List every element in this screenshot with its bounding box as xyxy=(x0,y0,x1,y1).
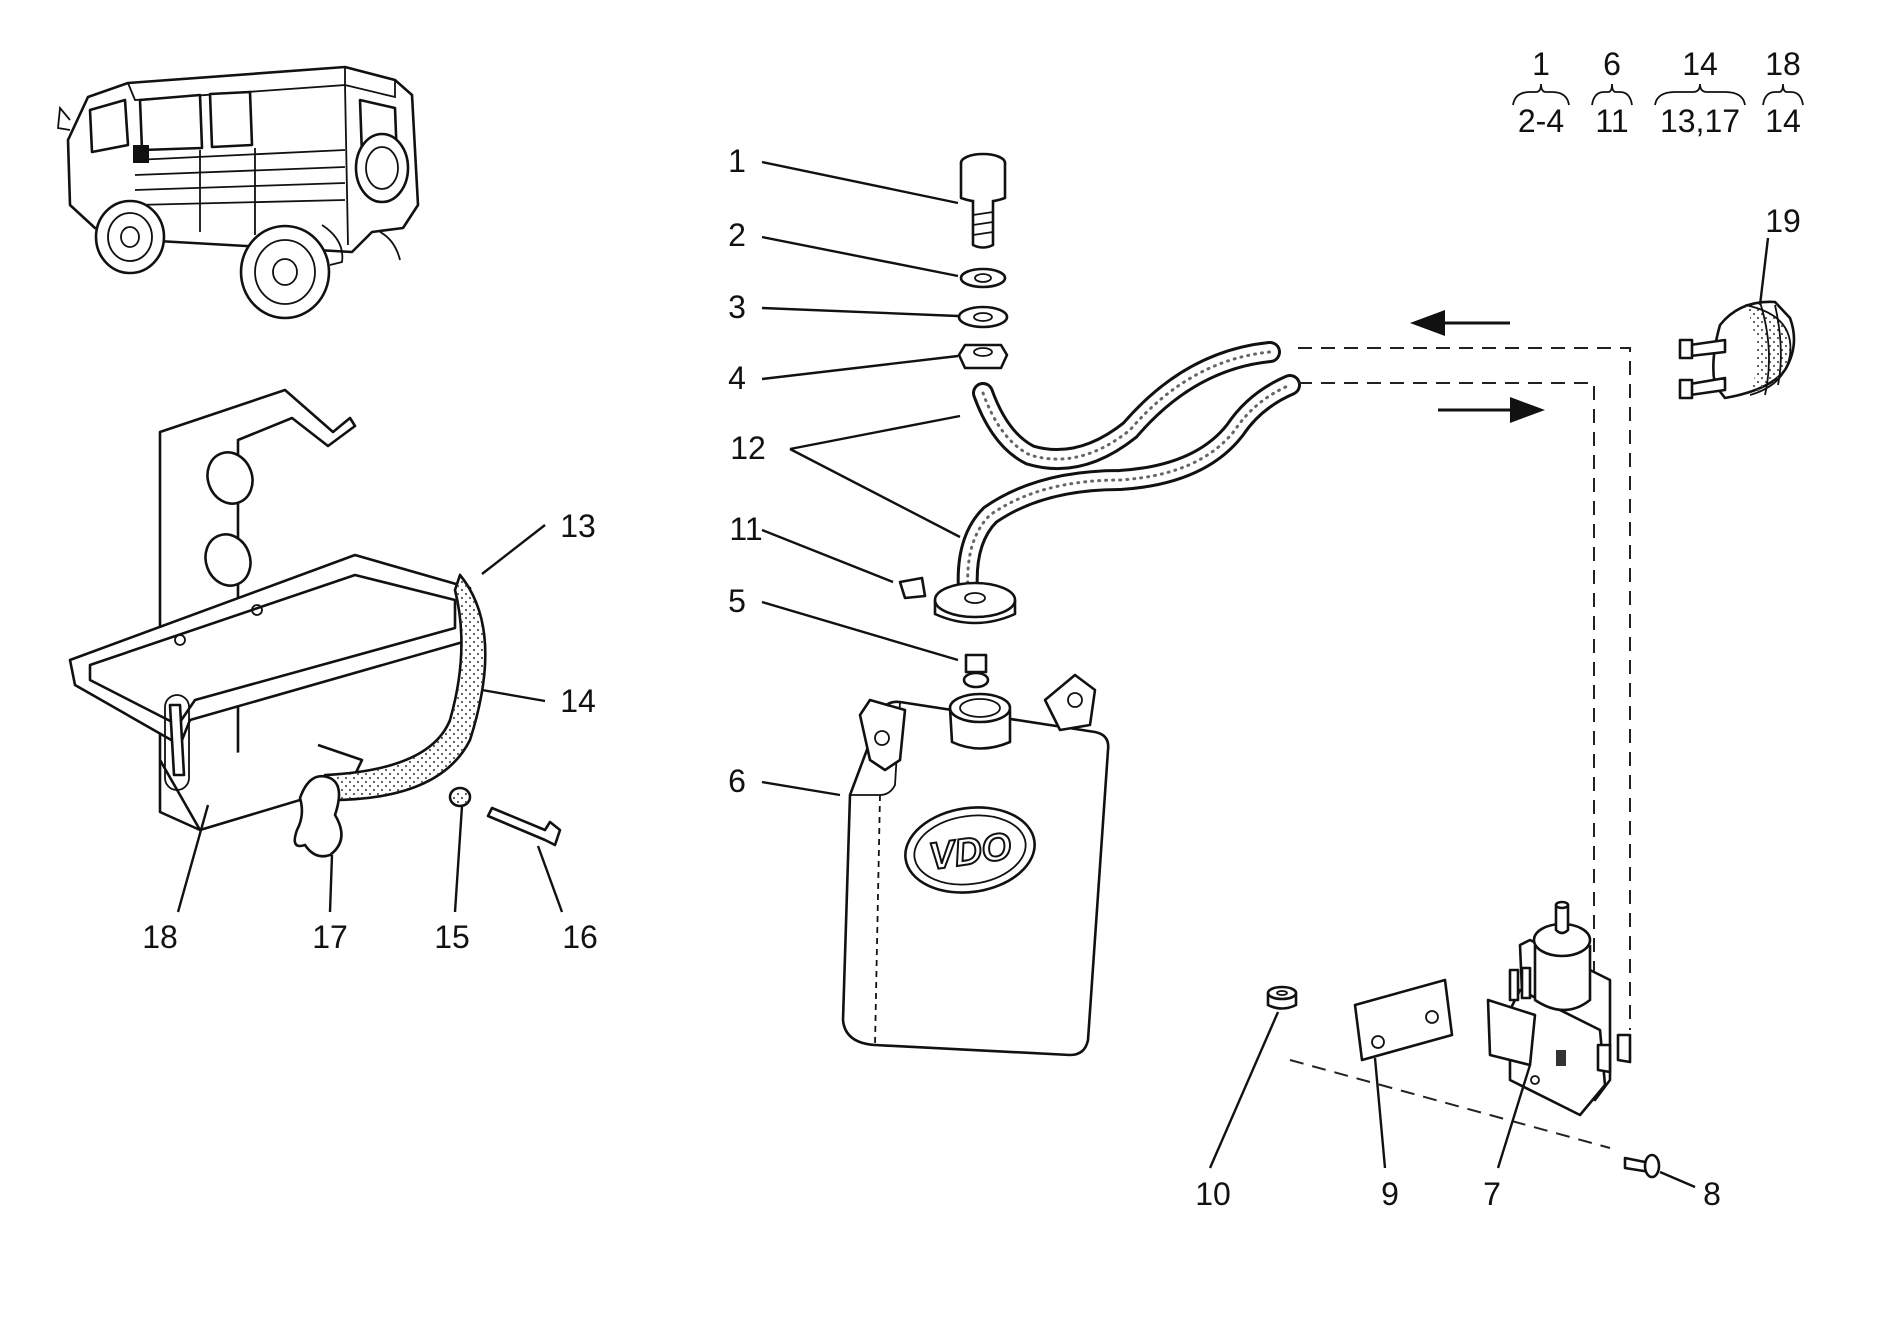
routing-lines xyxy=(1289,347,1631,1149)
svg-text:18: 18 xyxy=(1765,46,1801,82)
svg-text:11: 11 xyxy=(1595,103,1628,139)
leader-lines xyxy=(176,160,1770,1189)
cap-stack xyxy=(957,152,1009,370)
callout-19: 19 xyxy=(1765,203,1801,239)
callout-6: 6 xyxy=(728,763,746,799)
legend-group-1: 1 2-4 xyxy=(1512,46,1570,139)
callout-10: 10 xyxy=(1195,1176,1231,1212)
mount-plate xyxy=(1353,978,1454,1062)
callout-16: 16 xyxy=(562,919,598,955)
washer-pump xyxy=(1486,900,1632,1117)
grommet xyxy=(898,576,1017,625)
svg-text:14: 14 xyxy=(1765,103,1801,139)
svg-text:13,17: 13,17 xyxy=(1660,103,1740,139)
callout-5: 5 xyxy=(728,583,746,619)
callout-11: 11 xyxy=(729,511,762,547)
clip xyxy=(962,653,990,689)
legend-group-4: 18 14 xyxy=(1762,46,1804,139)
flow-arrows xyxy=(1410,310,1545,423)
callout-4: 4 xyxy=(728,360,746,396)
mount-screw xyxy=(1623,1153,1661,1179)
legend-group-3: 14 13,17 xyxy=(1654,46,1746,139)
assembly-legend: 1 2-4 6 11 14 13,17 18 14 xyxy=(1512,46,1804,139)
callout-2: 2 xyxy=(728,217,746,253)
svg-text:6: 6 xyxy=(1603,46,1621,82)
spacer xyxy=(1266,985,1298,1010)
callout-18: 18 xyxy=(142,919,178,955)
legend-group-2: 6 11 xyxy=(1591,46,1633,139)
callout-7: 7 xyxy=(1483,1176,1501,1212)
hoses xyxy=(956,341,1301,601)
callout-15: 15 xyxy=(434,919,470,955)
callout-9: 9 xyxy=(1381,1176,1399,1212)
callout-labels: 1 2 3 4 12 11 5 6 13 14 18 17 15 16 19 1… xyxy=(142,143,1801,1212)
callout-8: 8 xyxy=(1703,1176,1721,1212)
reservoir-tank: VDO xyxy=(841,673,1110,1057)
callout-1: 1 xyxy=(728,143,746,179)
tank-bracket xyxy=(68,388,562,858)
svg-text:2-4: 2-4 xyxy=(1518,103,1564,139)
solenoid-valve xyxy=(1678,300,1796,400)
callout-12: 12 xyxy=(730,430,766,466)
callout-14: 14 xyxy=(560,683,596,719)
svg-text:1: 1 xyxy=(1532,46,1550,82)
callout-3: 3 xyxy=(728,289,746,325)
callout-17: 17 xyxy=(312,919,348,955)
callout-13: 13 xyxy=(560,508,596,544)
svg-text:14: 14 xyxy=(1682,46,1718,82)
vehicle-illustration xyxy=(57,65,420,320)
